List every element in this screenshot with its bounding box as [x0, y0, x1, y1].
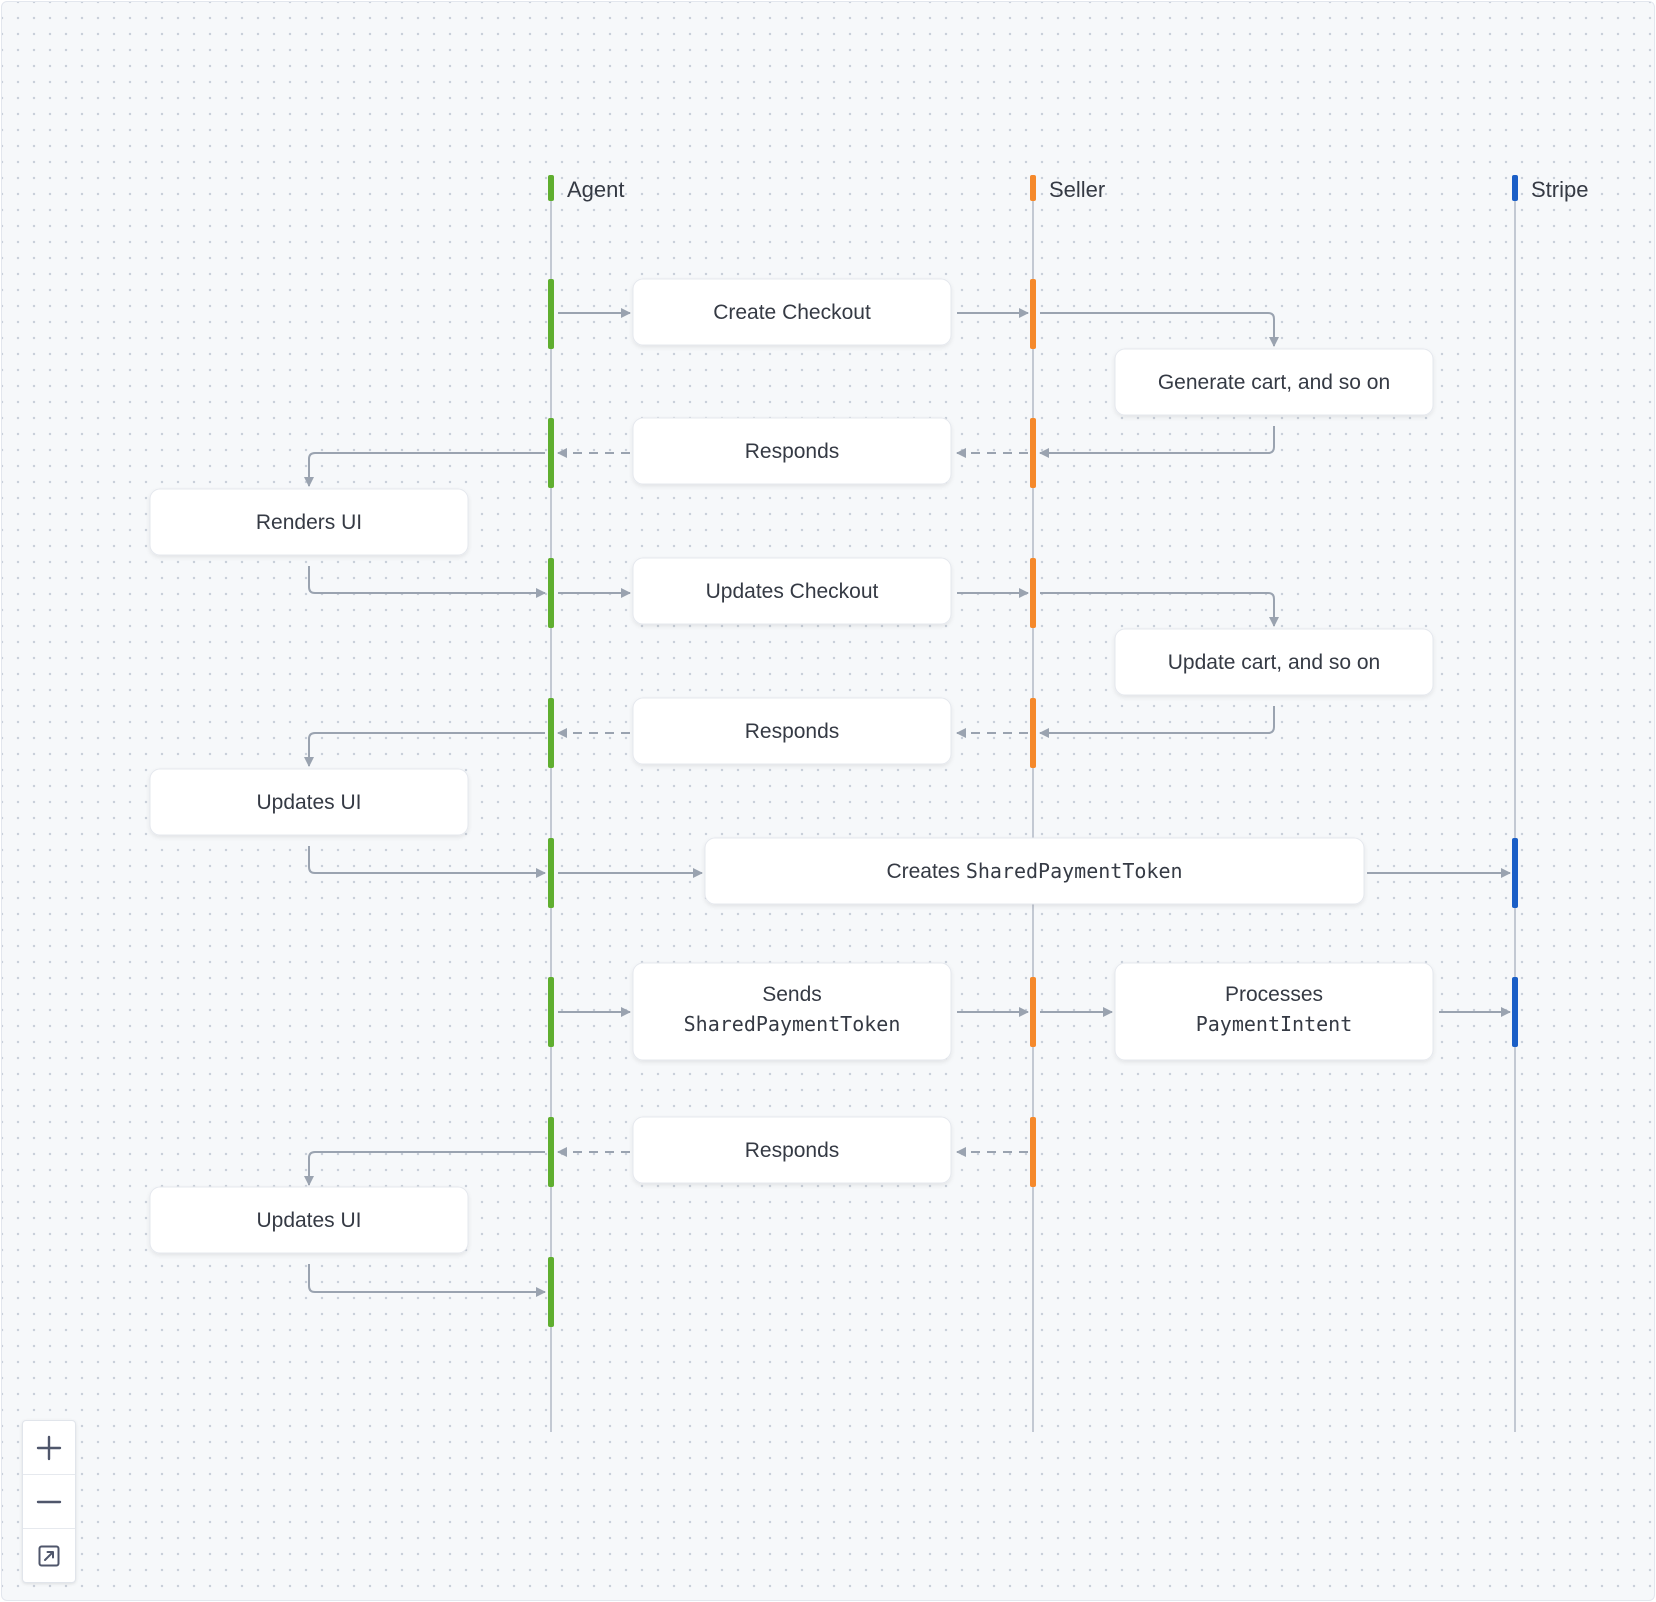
activation-seller: [1030, 279, 1036, 349]
actor-label-stripe: Stripe: [1531, 177, 1588, 202]
step-label: Updates UI: [256, 1209, 361, 1232]
activation-agent: [548, 279, 554, 349]
step-box[interactable]: Create Checkout: [632, 278, 952, 346]
step-box[interactable]: Updates Checkout: [632, 557, 952, 625]
activation-agent: [548, 1257, 554, 1327]
step-code: PaymentIntent: [1196, 1012, 1353, 1036]
step-label: Generate cart, and so on: [1158, 371, 1390, 394]
message-arrow: [1040, 592, 1279, 627]
zoom-controls: [22, 1420, 76, 1583]
activation-agent: [548, 698, 554, 768]
step-label: Create Checkout: [713, 301, 871, 324]
actor-marker-agent: [548, 175, 554, 201]
expand-icon: [38, 1545, 60, 1566]
activation-seller: [1030, 558, 1036, 628]
message-arrow: [304, 1151, 545, 1186]
step-box[interactable]: Responds: [632, 1116, 952, 1184]
step-label: Responds: [745, 1139, 840, 1162]
activation-seller: [1030, 698, 1036, 768]
step-label: Sends: [762, 983, 822, 1006]
message-arrow: [308, 846, 546, 878]
actor-label-agent: Agent: [567, 177, 625, 202]
step-label: Creates SharedPaymentToken: [886, 859, 1182, 883]
message-arrow: [304, 452, 545, 487]
message-arrow: [1039, 706, 1275, 738]
step-box[interactable]: Responds: [632, 417, 952, 485]
step-box[interactable]: Renders UI: [149, 488, 469, 556]
activation-agent: [548, 558, 554, 628]
step-box[interactable]: Update cart, and so on: [1114, 628, 1434, 696]
message-arrow: [308, 566, 546, 598]
step-box[interactable]: Updates UI: [149, 1186, 469, 1254]
step-box[interactable]: Creates SharedPaymentToken: [704, 837, 1365, 905]
step-box[interactable]: Updates UI: [149, 768, 469, 836]
message-arrow: [1039, 426, 1275, 458]
step-label: Responds: [745, 440, 840, 463]
activation-agent: [548, 1117, 554, 1187]
activation-seller: [1030, 977, 1036, 1047]
zoom-out-button[interactable]: [23, 1475, 75, 1529]
message-arrow: [1040, 312, 1279, 347]
step-label: Responds: [745, 720, 840, 743]
step-label: Renders UI: [256, 511, 362, 534]
minus-icon: [36, 1500, 62, 1503]
activation-seller: [1030, 1117, 1036, 1187]
step-label: Updates UI: [256, 791, 361, 814]
message-arrow: [308, 1264, 546, 1297]
step-box[interactable]: Responds: [632, 697, 952, 765]
activation-stripe: [1512, 838, 1518, 908]
plus-icon: [36, 1435, 62, 1460]
step-label: Processes: [1225, 983, 1323, 1006]
activation-stripe: [1512, 977, 1518, 1047]
actor-marker-stripe: [1512, 175, 1518, 201]
actor-marker-seller: [1030, 175, 1036, 201]
step-code: SharedPaymentToken: [684, 1012, 901, 1036]
step-box[interactable]: Generate cart, and so on: [1114, 348, 1434, 416]
activation-agent: [548, 418, 554, 488]
activation-agent: [548, 977, 554, 1047]
zoom-in-button[interactable]: [23, 1421, 75, 1475]
step-label: Updates Checkout: [706, 580, 879, 603]
activation-seller: [1030, 418, 1036, 488]
message-arrow: [304, 732, 545, 767]
fit-view-button[interactable]: [23, 1529, 75, 1582]
activation-agent: [548, 838, 554, 908]
step-label: Update cart, and so on: [1168, 651, 1380, 674]
actor-label-seller: Seller: [1049, 177, 1105, 202]
